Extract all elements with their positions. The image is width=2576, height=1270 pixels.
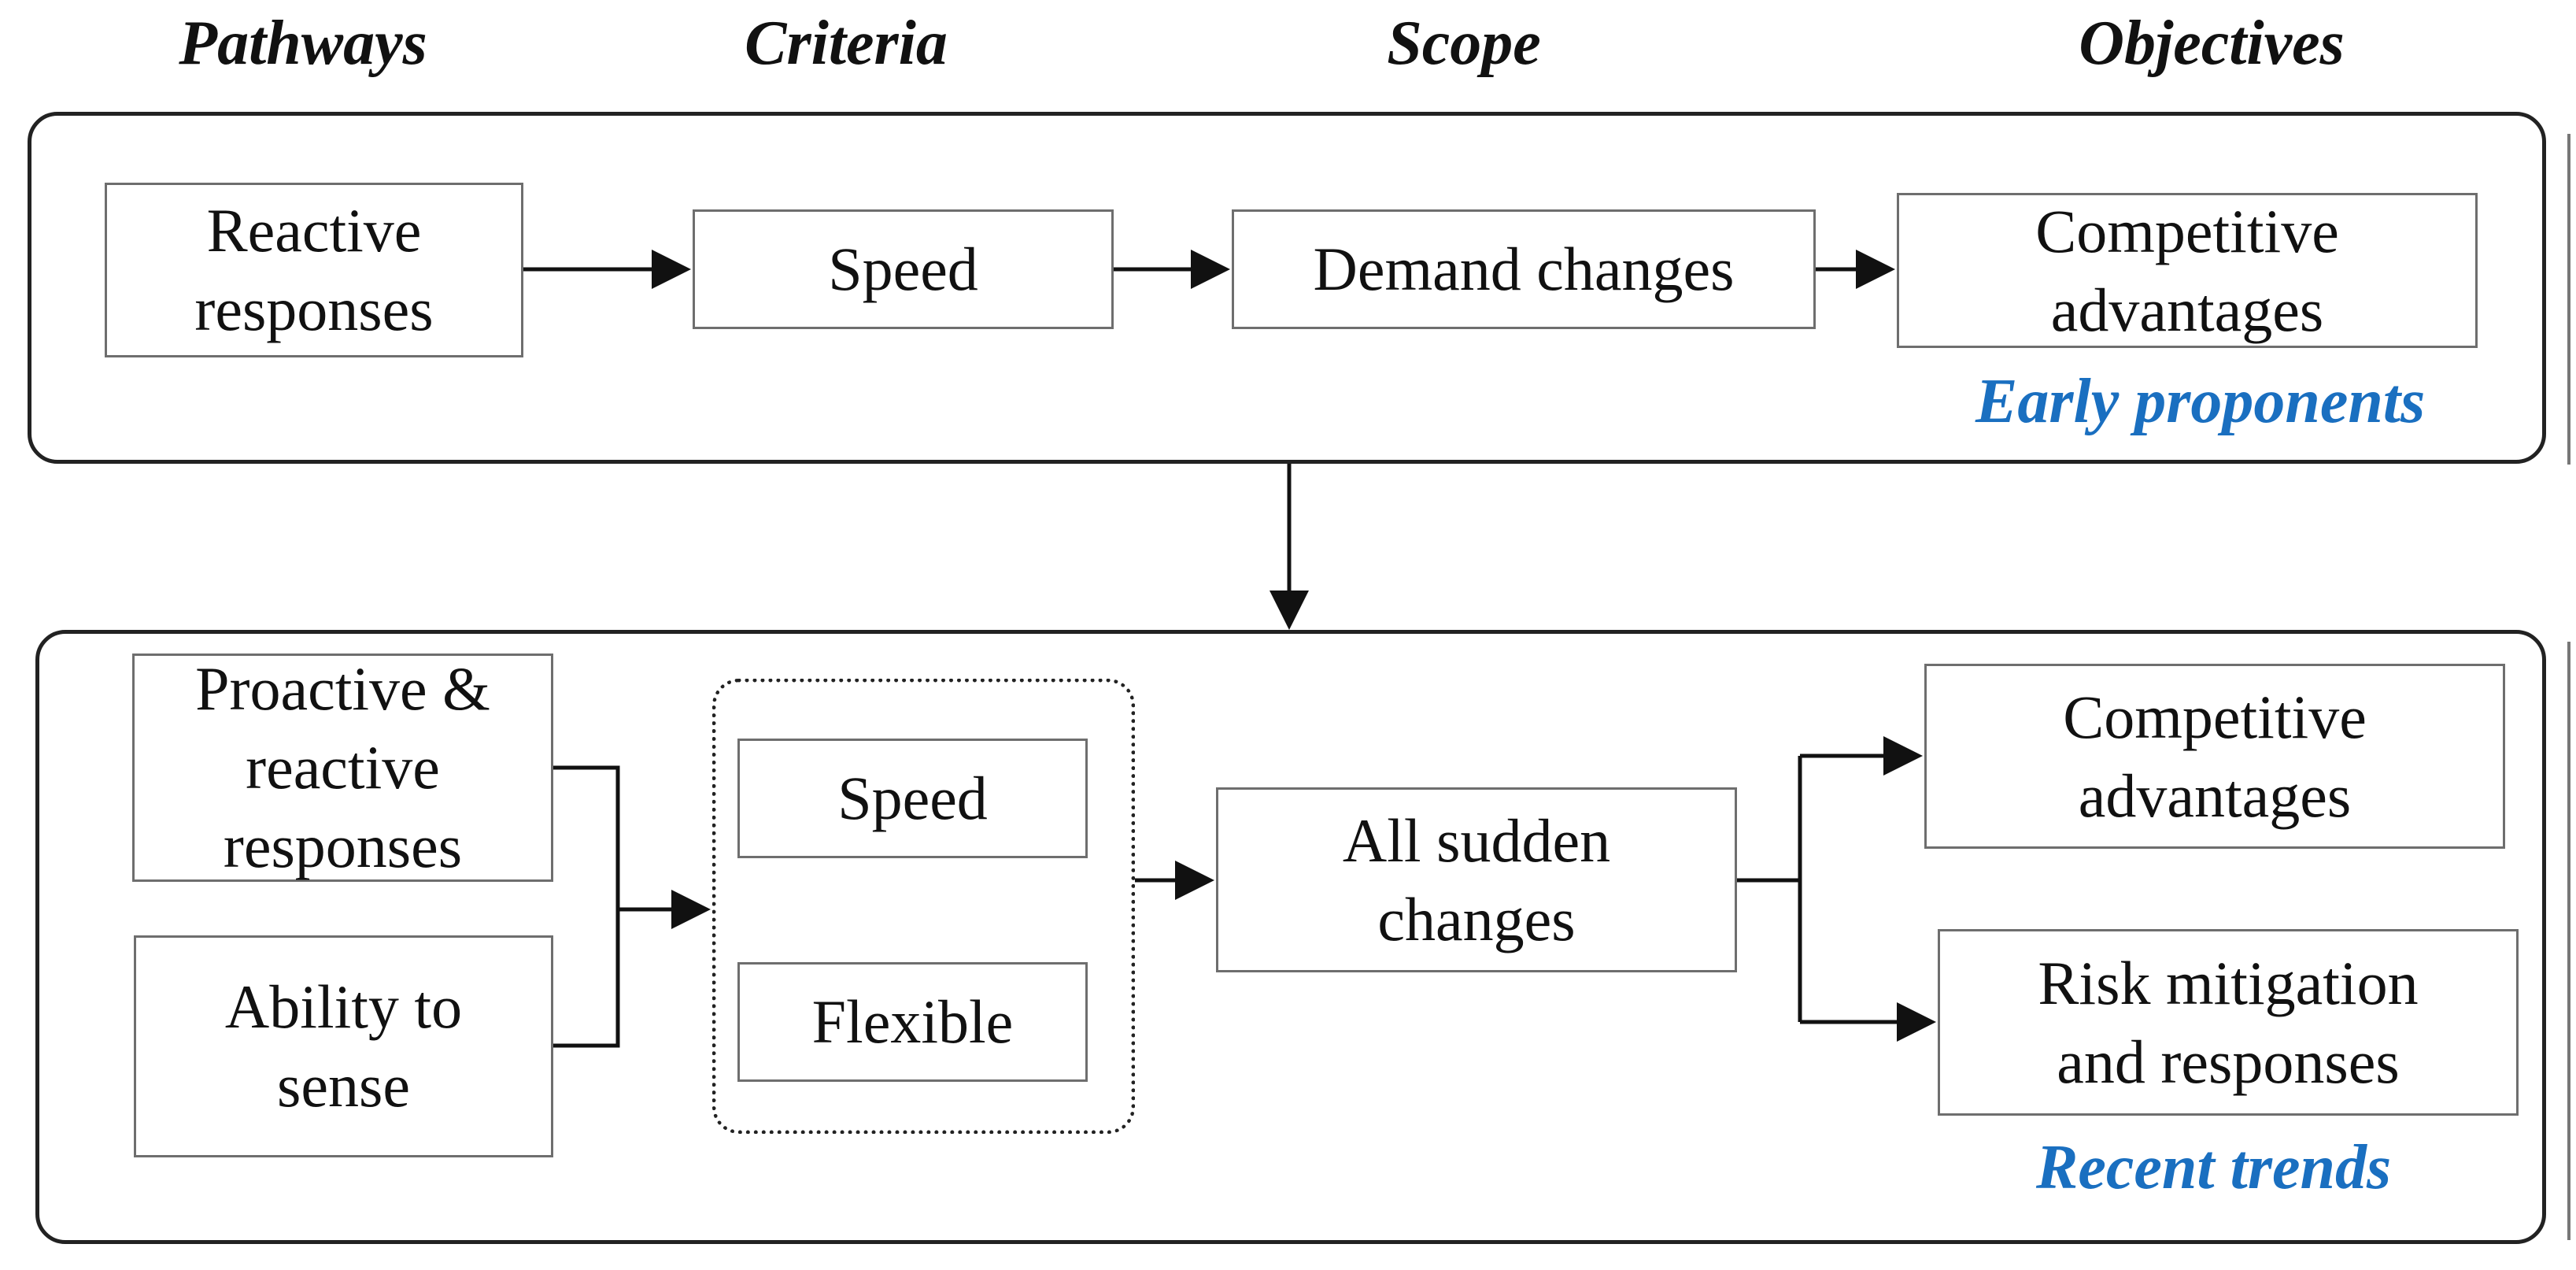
recent-scope-line1: All sudden bbox=[1342, 805, 1611, 875]
recent-criteria-speed-box: Speed bbox=[737, 739, 1088, 858]
recent-pathway2-line1: Ability to bbox=[224, 972, 463, 1042]
recent-objective1-line2: advantages bbox=[2078, 761, 2352, 830]
recent-pathway1-line3: responses bbox=[223, 811, 463, 880]
recent-scope-box: All sudden changes bbox=[1216, 787, 1737, 972]
recent-criteria-speed-label: Speed bbox=[837, 764, 988, 833]
recent-scope-line2: changes bbox=[1377, 884, 1576, 953]
early-criteria-box: Speed bbox=[693, 209, 1114, 329]
recent-objective2-line1: Risk mitigation bbox=[2038, 948, 2419, 1017]
header-scope: Scope bbox=[1387, 9, 1541, 78]
recent-objective1-box: Competitive advantages bbox=[1924, 664, 2505, 849]
recent-objective2-box: Risk mitigation and responses bbox=[1938, 929, 2519, 1116]
early-objective-box: Competitive advantages bbox=[1897, 193, 2478, 348]
early-objective-line1: Competitive bbox=[2035, 196, 2339, 265]
early-proponents-tag: Early proponents bbox=[1975, 367, 2426, 436]
early-pathway-line1: Reactive bbox=[206, 196, 422, 265]
early-pathway-box: Reactive responses bbox=[105, 183, 523, 357]
recent-trends-tag: Recent trends bbox=[2036, 1133, 2392, 1202]
recent-criteria-flexible-label: Flexible bbox=[811, 987, 1014, 1057]
early-scope-box: Demand changes bbox=[1232, 209, 1816, 329]
recent-pathway1-box: Proactive & reactive responses bbox=[132, 654, 553, 882]
early-pathway-line2: responses bbox=[194, 275, 434, 343]
recent-objective2-line2: and responses bbox=[2057, 1027, 2400, 1096]
recent-criteria-flexible-box: Flexible bbox=[737, 962, 1088, 1082]
header-criteria: Criteria bbox=[745, 9, 948, 78]
recent-pathway1-line2: reactive bbox=[246, 733, 440, 802]
early-scope-label: Demand changes bbox=[1313, 235, 1735, 304]
right-edge-line-top bbox=[2567, 134, 2570, 465]
recent-pathway2-box: Ability to sense bbox=[134, 935, 553, 1157]
recent-pathway1-line1: Proactive & bbox=[195, 654, 490, 724]
early-objective-line2: advantages bbox=[2050, 275, 2324, 344]
early-criteria-label: Speed bbox=[828, 235, 978, 304]
header-objectives: Objectives bbox=[2079, 9, 2345, 78]
recent-objective1-line1: Competitive bbox=[2063, 682, 2367, 751]
header-pathways: Pathways bbox=[179, 9, 427, 78]
criteria-group-outline bbox=[712, 679, 1135, 1134]
recent-pathway2-line2: sense bbox=[277, 1051, 410, 1120]
right-edge-line-bottom bbox=[2567, 642, 2570, 1240]
